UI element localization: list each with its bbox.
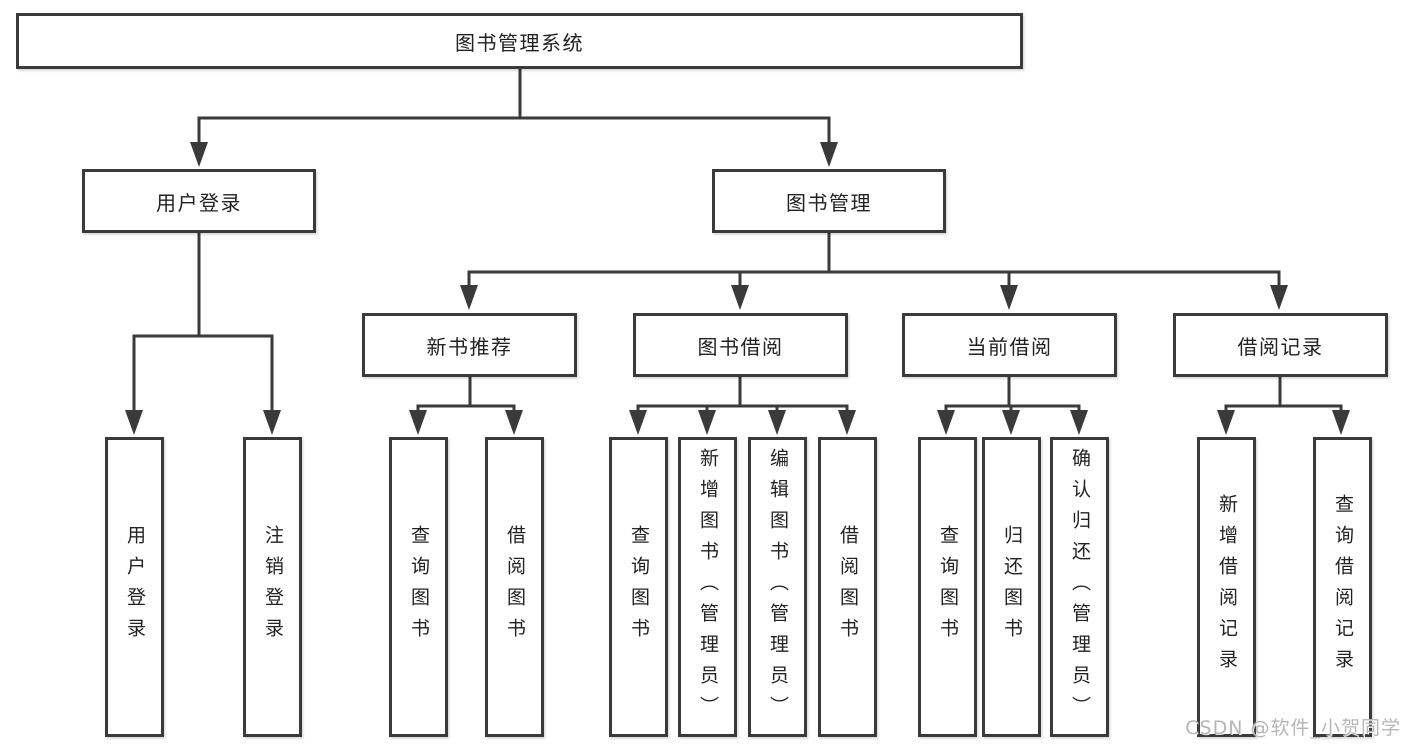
node-current-borrow: 当前借阅 (902, 313, 1117, 377)
node-label: 借阅记录 (1237, 334, 1324, 359)
node-label: 新书推荐 (426, 334, 513, 359)
watermark: CSDN @软件_小贺同学 (1185, 717, 1401, 739)
leaf-edit-books-admin: 编辑图书（管理员） (748, 437, 807, 737)
leaf-return-books: 归还图书 (982, 437, 1041, 737)
leaf-label: 查询图书 (937, 525, 959, 649)
leaf-label: 借阅图书 (837, 525, 859, 649)
leaf-label: 归还图书 (1001, 525, 1023, 649)
arrowhead-icon (1000, 285, 1018, 310)
leaf-label: 用户登录 (124, 525, 146, 649)
node-book-management: 图书管理 (712, 169, 946, 233)
node-user-login: 用户登录 (82, 169, 316, 233)
node-label: 图书管理系统 (455, 30, 584, 55)
arrowhead-icon (1270, 285, 1288, 310)
leaf-label: 查询图书 (628, 525, 650, 649)
leaf-query-borrow-record: 查询借阅记录 (1313, 437, 1372, 737)
leaf-label: 查询图书 (408, 525, 430, 649)
arrowhead-icon (838, 410, 856, 435)
leaf-logout: 注销登录 (243, 437, 302, 737)
node-label: 图书借阅 (697, 334, 784, 359)
leaf-confirm-return-admin: 确认归还（管理员） (1050, 437, 1109, 737)
arrowhead-icon (505, 410, 523, 435)
leaf-borrow-books-recommend: 借阅图书 (485, 437, 544, 737)
node-label: 图书管理 (786, 190, 872, 215)
arrowhead-icon (125, 410, 143, 435)
node-new-book-recommend: 新书推荐 (362, 313, 577, 377)
arrowhead-icon (937, 410, 955, 435)
leaf-label: 借阅图书 (504, 525, 526, 649)
node-library-system: 图书管理系统 (16, 13, 1023, 69)
arrowhead-icon (1002, 410, 1020, 435)
arrowhead-icon (731, 285, 749, 310)
arrowhead-icon (1332, 410, 1350, 435)
node-borrow-records: 借阅记录 (1173, 313, 1388, 377)
leaf-label: 确认归还（管理员） (1069, 447, 1091, 727)
leaf-query-books-recommend: 查询图书 (389, 437, 448, 737)
arrowhead-icon (190, 142, 208, 167)
arrowhead-icon (1070, 410, 1088, 435)
leaf-borrow-books: 借阅图书 (818, 437, 877, 737)
leaf-user-login: 用户登录 (105, 437, 164, 737)
leaf-label: 注销登录 (262, 525, 284, 649)
leaf-query-books: 查询图书 (609, 437, 668, 737)
leaf-label: 编辑图书（管理员） (767, 447, 789, 727)
arrowhead-icon (263, 410, 281, 435)
arrowhead-icon (409, 410, 427, 435)
arrowhead-icon (698, 410, 716, 435)
arrowhead-icon (768, 410, 786, 435)
arrowhead-icon (629, 410, 647, 435)
node-book-borrow: 图书借阅 (633, 313, 848, 377)
node-label: 当前借阅 (966, 334, 1053, 359)
leaf-label: 新增借阅记录 (1216, 494, 1238, 680)
arrowhead-icon (460, 285, 478, 310)
arrowhead-icon (1217, 410, 1235, 435)
arrowhead-icon (820, 142, 838, 167)
leaf-label: 查询借阅记录 (1332, 494, 1354, 680)
leaf-add-books-admin: 新增图书（管理员） (678, 437, 737, 737)
node-label: 用户登录 (156, 190, 242, 215)
leaf-add-borrow-record: 新增借阅记录 (1197, 437, 1256, 737)
leaf-query-books-current: 查询图书 (918, 437, 977, 737)
leaf-label: 新增图书（管理员） (697, 447, 719, 727)
